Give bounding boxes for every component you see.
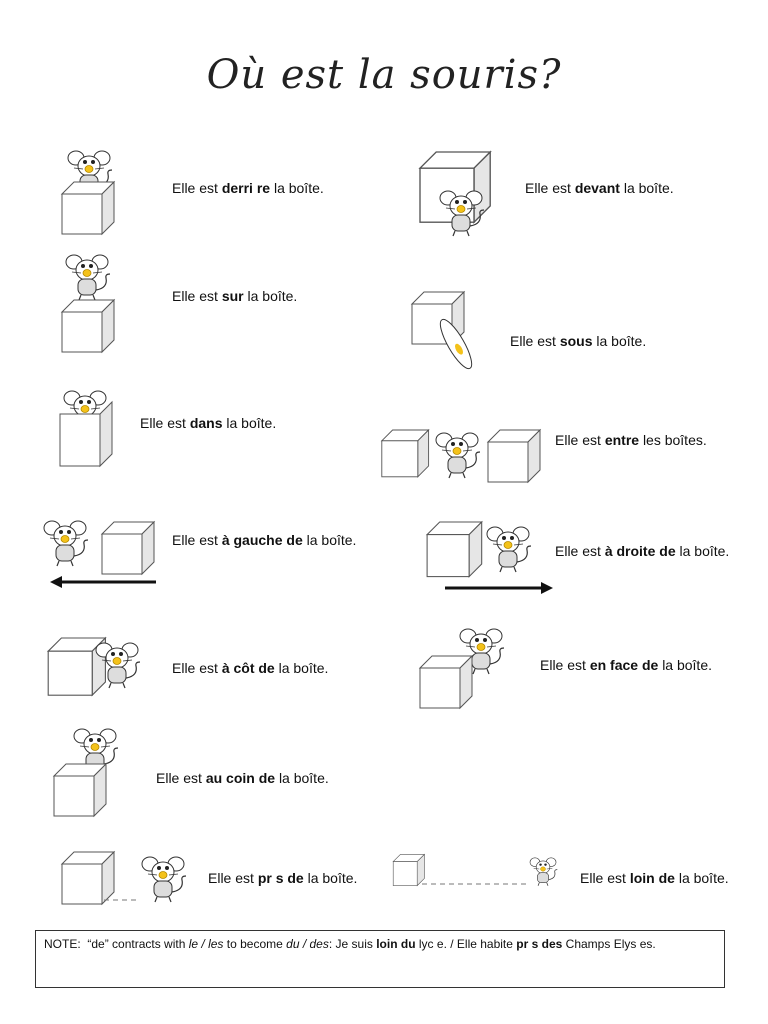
sentence-coin: Elle est au coin de la boîte. (156, 770, 329, 786)
sentence-entre: Elle est entre les boîtes. (555, 432, 707, 448)
mouse-beside-box-illustration (47, 637, 141, 696)
mouse-in-box-illustration (59, 390, 113, 468)
mouse-far-from-box-illustration (392, 854, 558, 887)
sentence-gauche: Elle est à gauche de la boîte. (172, 532, 357, 548)
mouse-behind-box-illustration (61, 150, 115, 235)
page-title: Où est la souris? (206, 52, 562, 98)
sentence-cote: Elle est à côt de la boîte. (172, 660, 329, 676)
mouse-between-boxes-illustration (381, 429, 541, 483)
mouse-at-corner-of-box-illustration (53, 728, 119, 817)
sentence-devant: Elle est devant la boîte. (525, 180, 674, 196)
grammar-note: NOTE: “de” contracts with le / les to be… (35, 930, 725, 988)
sentence-face: Elle est en face de la boîte. (540, 657, 713, 673)
sentence-sur: Elle est sur la boîte. (172, 288, 298, 304)
mouse-in-front-of-box-illustration (419, 151, 491, 237)
mouse-near-box-illustration (61, 851, 187, 905)
sentence-loin: Elle est loin de la boîte. (580, 870, 729, 886)
mouse-on-box-illustration (61, 254, 115, 353)
sentence-sous: Elle est sous la boîte. (510, 333, 647, 349)
mouse-left-of-box-illustration (43, 520, 156, 588)
sentence-dans: Elle est dans la boîte. (140, 415, 277, 431)
mouse-right-of-box-illustration (426, 521, 553, 594)
mouse-facing-box-illustration (419, 628, 505, 709)
sentence-pres: Elle est pr s de la boîte. (208, 870, 358, 886)
mouse-under-box-illustration (411, 291, 473, 370)
sentence-droite: Elle est à droite de la boîte. (555, 543, 730, 559)
sentence-derriere: Elle est derri re la boîte. (172, 180, 324, 196)
